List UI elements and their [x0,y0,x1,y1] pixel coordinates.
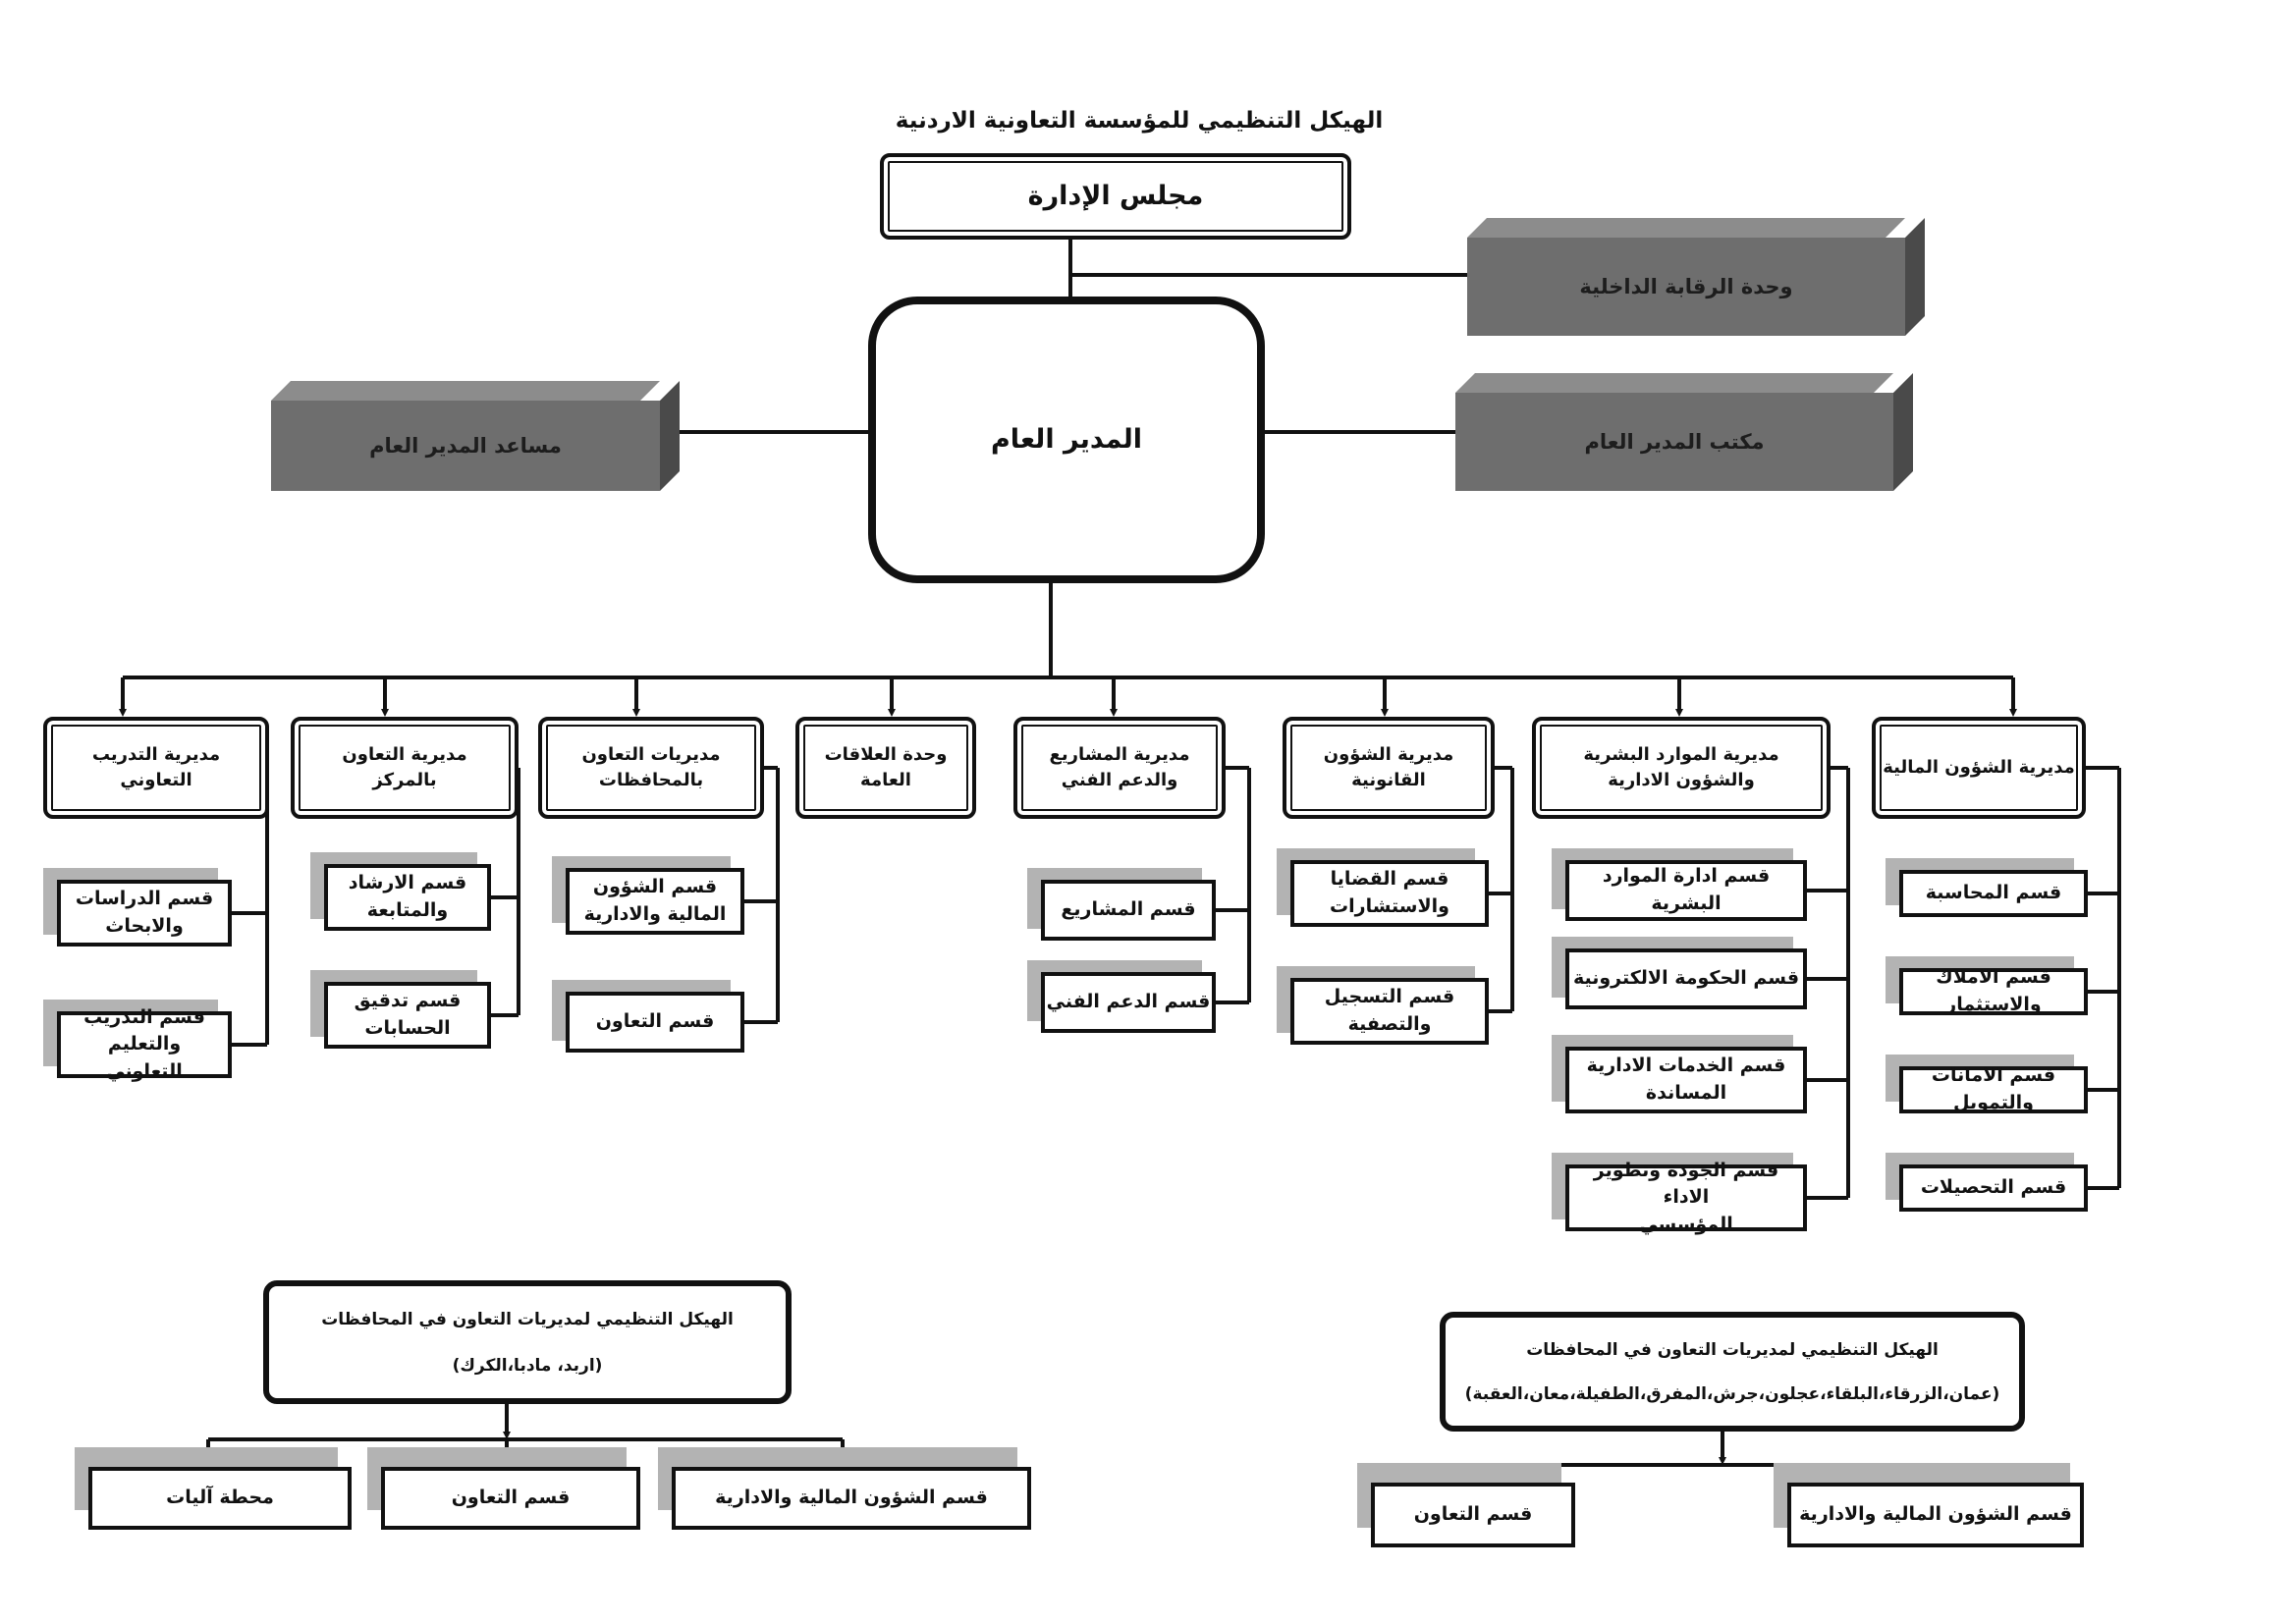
section-name: قسم الدراسات [75,888,214,910]
directorate-name-line2: والدعم الفني [1061,770,1178,790]
section-name: قسم التدريب والتعليم [83,1005,205,1055]
directorate-name-line2: بالمحافظات [598,770,704,790]
section-box: قسم الشؤون المالية والادارية [566,868,744,935]
internal-audit-unit-box: وحدة الرقابة الداخلية [1467,218,1925,336]
directorate-name-line2: والشؤون الادارية [1608,770,1755,790]
gov-right-subtitle: (عمان،الزرقاء،البلقاء،عجلون،جرش،المفرق،ا… [1464,1383,2000,1404]
section-name-line2: التعاوني [106,1059,183,1082]
section-name-line2: والاستشارات [1330,895,1449,917]
directorate-name: وحدة العلاقات [824,743,948,765]
section-name-line2: المساندة [1645,1082,1727,1104]
section-name: قسم القضايا [1330,868,1449,891]
directorate-name: مديرية المشاريع [1049,743,1190,765]
governorates-structure-left-box: الهيكل التنظيمي لمديريات التعاون في المح… [263,1280,792,1404]
section-name: قسم التحصيلات [1920,1176,2067,1199]
governorate-section-box: محطة آليات [88,1467,352,1530]
section-name-line2: والابحاث [105,915,184,937]
section-name-line2: الحسابات [364,1017,451,1039]
section-name: قسم ادارة الموارد البشرية [1602,865,1771,914]
section-box: قسم الحكومة الالكترونية [1565,948,1807,1009]
directorate-box: مديرية الموارد البشرية والشؤون الادارية [1532,717,1831,819]
directorate-name: مديرية الموارد البشرية [1583,743,1779,765]
director-general-label: المدير العام [991,424,1142,456]
section-box: قسم المشاريع [1041,880,1216,941]
directorate-name-line2: بالمركز [372,770,437,790]
section-name: قسم الاملاك والاستثمار [1936,966,2051,1015]
section-box: قسم التدريب والتعليم التعاوني [57,1006,232,1082]
section-box: قسم المحاسبة [1899,870,2088,917]
section-name: قسم الدعم الفني [1046,991,1211,1013]
directorate-name-line2: العامة [860,770,911,790]
section-box: قسم التعاون [566,992,744,1053]
section-box: قسم الخدمات الادارية المساندة [1565,1047,1807,1113]
board-label: مجلس الإدارة [1027,181,1204,212]
directorate-name: مديرية التدريب [91,743,221,765]
section-box: قسم التحصيلات [1899,1164,2088,1212]
section-name: قسم الارشاد [348,872,467,894]
board-of-directors-box: مجلس الإدارة [880,153,1351,240]
directorate-box: مديرية الشؤون القانونية [1283,717,1495,819]
directorate-name-line2: القانونية [1351,770,1426,790]
gov-right-title: الهيكل التنظيمي لمديريات التعاون في المح… [1526,1339,1939,1360]
directorate-name: مديرية الشؤون [1323,743,1454,765]
governorate-section-name: قسم التعاون [451,1487,571,1509]
assistant-dg-label: مساعد المدير العام [369,434,562,458]
section-name-line2: المؤسسي [1639,1213,1733,1235]
section-box: قسم ادارة الموارد البشرية [1565,860,1807,921]
governorates-structure-right-box: الهيكل التنظيمي لمديريات التعاون في المح… [1440,1312,2025,1432]
section-box: قسم الجودة وتطوير الاداء المؤسسي [1565,1160,1807,1235]
section-name-line2: المالية والادارية [583,903,727,925]
directorate-box: مديريات التعاون بالمحافظات [538,717,764,819]
section-box: قسم الامانات والتمويل [1899,1064,2088,1113]
governorate-section-box: قسم التعاون [381,1467,640,1530]
section-box: قسم الاملاك والاستثمار [1899,966,2088,1015]
section-box: قسم الدعم الفني [1041,972,1216,1033]
section-box: قسم تدقيق الحسابات [324,982,491,1049]
directorate-name: مديرية التعاون [342,743,467,765]
governorate-section-name: محطة آليات [166,1487,274,1509]
governorate-section-box: قسم الشؤون المالية والادارية [672,1467,1031,1530]
section-name: قسم الخدمات الادارية [1586,1055,1786,1077]
gov-left-title: الهيكل التنظيمي لمديريات التعاون في المح… [321,1309,734,1329]
section-name-line2: والمتابعة [366,899,449,921]
chart-title: الهيكل التنظيمي للمؤسسة التعاونية الاردن… [895,108,1384,134]
directorate-name: مديريات التعاون [581,743,721,765]
section-box: قسم القضايا والاستشارات [1290,860,1489,927]
director-general-box: المدير العام [868,297,1265,583]
section-name: قسم تدقيق [354,990,462,1012]
directorate-box: مديرية المشاريع والدعم الفني [1013,717,1226,819]
assistant-dg-box: مساعد المدير العام [271,381,680,491]
directorate-name: مديرية الشؤون المالية [1883,756,2075,778]
section-name: قسم الامانات والتمويل [1931,1064,2056,1113]
dg-office-box: مكتب المدير العام [1455,373,1913,491]
section-name: قسم المحاسبة [1925,882,2062,904]
section-box: قسم الدراسات والابحاث [57,880,232,947]
governorate-section-name: قسم الشؤون المالية والادارية [715,1487,988,1509]
governorate-section-name: قسم التعاون [1413,1503,1533,1526]
section-box: قسم الارشاد والمتابعة [324,864,491,931]
section-name: قسم المشاريع [1061,898,1196,921]
section-name: قسم الحكومة الالكترونية [1572,967,1800,990]
directorate-box: مديرية التعاون بالمركز [291,717,519,819]
directorate-box: مديرية الشؤون المالية [1872,717,2086,819]
internal-audit-label: وحدة الرقابة الداخلية [1579,275,1793,298]
governorate-section-box: قسم الشؤون المالية والادارية [1787,1483,2084,1547]
directorate-box: مديرية التدريب التعاوني [43,717,269,819]
section-name: قسم الشؤون [592,876,718,898]
governorate-section-name: قسم الشؤون المالية والادارية [1799,1503,2072,1526]
section-name: قسم التعاون [595,1010,715,1033]
section-name: قسم الجودة وتطوير الاداء [1593,1159,1779,1209]
section-name: قسم التسجيل [1324,986,1455,1008]
gov-left-subtitle: (اربد، مادبا،الكرك) [452,1355,603,1376]
directorate-name-line2: التعاوني [120,770,192,790]
dg-office-label: مكتب المدير العام [1584,430,1765,454]
section-box: قسم التسجيل والتصفية [1290,978,1489,1045]
directorate-box: وحدة العلاقات العامة [795,717,976,819]
section-name-line2: والتصفية [1347,1013,1432,1035]
governorate-section-box: قسم التعاون [1371,1483,1575,1547]
